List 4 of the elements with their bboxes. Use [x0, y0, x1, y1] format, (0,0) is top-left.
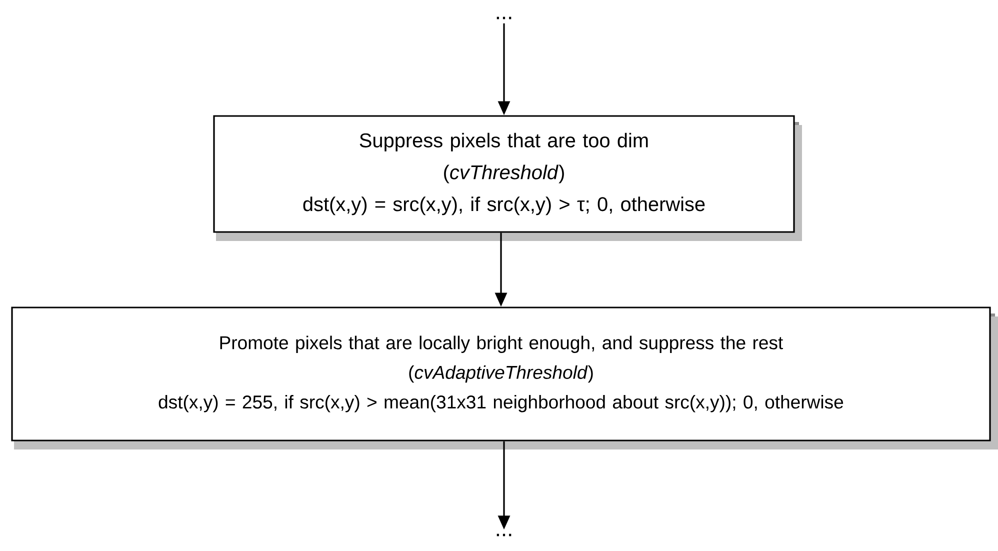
process-box: Suppress pixels that are too dim (cvThreshold) dst(x,y) = src(x,y), if src(x,y) > τ; 0, otherwise [213, 115, 802, 241]
ellipsis-text: ... [496, 534, 512, 536]
ellipsis-text: ... [496, 16, 512, 20]
process-box: Promote pixels that are locally bright enough, and suppress the rest (cvAdaptiveThreshold) dst(x,y) = 255, if src(x,y) > mean(31x31 neighborhood about src(x,y)); 0, otherwise [11, 306, 998, 450]
